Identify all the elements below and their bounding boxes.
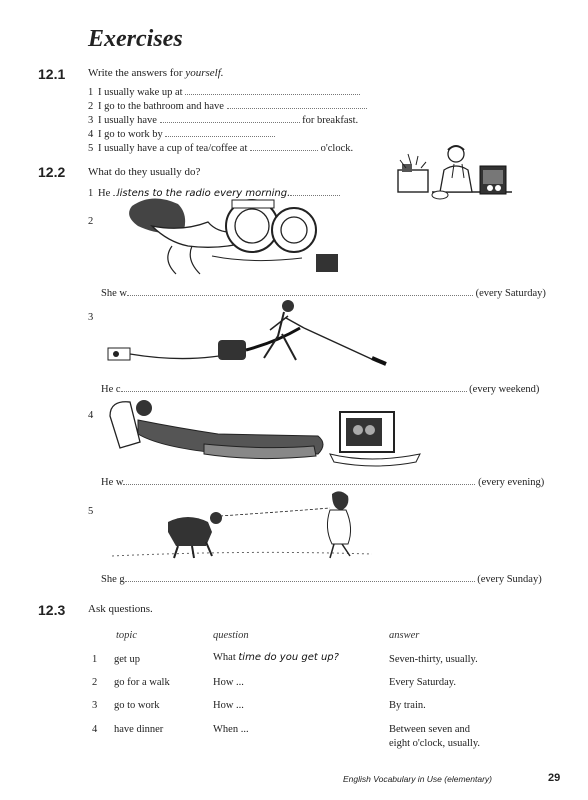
woman-washing-illustration [129, 198, 338, 275]
footer-book-title: English Vocabulary in Use (elementary) [343, 774, 492, 784]
ex2-item-2: She w (every Saturday) [101, 286, 546, 299]
question-prefix: What [213, 652, 236, 663]
row-answer: Between seven and [389, 724, 471, 735]
sentence-end: (every Saturday) [475, 288, 546, 299]
row-topic: get up [114, 654, 140, 665]
answer-blank[interactable] [123, 475, 476, 485]
item-number: 3 [88, 115, 94, 126]
column-header-question: question [213, 630, 249, 641]
handwritten-answer: listens to the radio every morning. [116, 188, 291, 199]
answer-blank[interactable] [159, 113, 300, 123]
row-number: 1 [92, 654, 98, 665]
item-number: 1 [88, 188, 94, 199]
row-answer: Every Saturday. [389, 677, 456, 688]
ex2-item-5: She g (every Sunday) [101, 572, 542, 585]
item-text: I usually have a cup of tea/coffee at [98, 143, 248, 154]
answer-blank[interactable] [120, 382, 467, 392]
exercise-number-12-1: 12.1 [38, 66, 66, 82]
sentence-end: (every weekend) [469, 384, 540, 395]
ex2-item-4: He w (every evening) [101, 475, 544, 488]
ex1-item-3: 3 I usually have for breakfast. [88, 113, 358, 126]
instruction-emphasis: yourself. [185, 67, 224, 79]
sentence-start: He [98, 188, 111, 199]
row-answer-line-2: eight o'clock, usually. [389, 738, 481, 749]
ex2-item-2-number: 2 [88, 216, 94, 227]
sentence-start: He w [101, 477, 124, 488]
ex1-item-5: 5 I usually have a cup of tea/coffee at o… [88, 141, 353, 154]
row-question: What time do you get up? [213, 652, 339, 663]
sentence-start: He c [101, 384, 121, 395]
ex2-item-3-number: 3 [88, 312, 94, 323]
sentence-end: (every Sunday) [477, 574, 542, 585]
ex1-item-4: 4 I go to work by [88, 127, 276, 140]
ex1-item-1: 1 I usually wake up at [88, 85, 361, 98]
item-number: 2 [88, 101, 94, 112]
row-answer: Seven-thirty, usually. [389, 654, 478, 665]
ex2-item-4-number: 4 [88, 410, 94, 421]
man-vacuuming-illustration [107, 300, 387, 366]
item-text: I usually have [98, 115, 157, 126]
item-text-after: o'clock. [320, 143, 354, 154]
page-number: 29 [548, 772, 561, 784]
row-question[interactable]: When ... [213, 724, 249, 735]
ex2-item-1: 1 He listens to the radio every morning. [88, 186, 341, 199]
man-radio-illustration [397, 145, 512, 200]
exercise-1-instruction: Write the answers for yourself. [88, 67, 224, 79]
sentence-start: She g [101, 574, 125, 585]
answer-blank[interactable] [124, 572, 475, 582]
answer-blank[interactable] [185, 85, 361, 95]
item-number: 4 [88, 129, 94, 140]
answer-blank[interactable] [165, 127, 276, 137]
row-topic: go to work [114, 700, 160, 711]
row-number: 3 [92, 700, 98, 711]
row-number: 4 [92, 724, 98, 735]
row-question[interactable]: How ... [213, 677, 244, 688]
sentence-start: She w [101, 288, 127, 299]
item-number: 1 [88, 87, 94, 98]
answer-blank[interactable] [226, 99, 367, 109]
exercise-3-instruction: Ask questions. [88, 603, 153, 615]
item-text: I usually wake up at [98, 87, 183, 98]
item-text-after: for breakfast. [302, 115, 359, 126]
column-header-topic: topic [116, 630, 137, 641]
answer-blank[interactable] [249, 141, 318, 151]
item-text: I go to the bathroom and have [98, 101, 224, 112]
row-number: 2 [92, 677, 98, 688]
row-topic: have dinner [114, 724, 164, 735]
row-topic: go for a walk [114, 677, 170, 688]
item-number: 5 [88, 143, 94, 154]
row-answer: By train. [389, 700, 426, 711]
man-watching-tv-illustration [109, 400, 421, 467]
answer-blank[interactable] [126, 286, 473, 296]
sentence-end: (every evening) [478, 477, 545, 488]
item-text: I go to work by [98, 129, 163, 140]
answer-blank[interactable] [290, 186, 341, 196]
exercise-number-12-3: 12.3 [38, 602, 66, 618]
woman-walking-dog-illustration [112, 491, 373, 559]
exercise-number-12-2: 12.2 [38, 164, 66, 180]
instruction-text: Write the answers for [88, 67, 186, 79]
handwritten-question: time do you get up? [238, 652, 339, 663]
ex1-item-2: 2 I go to the bathroom and have [88, 99, 367, 112]
ex2-item-5-number: 5 [88, 506, 94, 517]
row-question[interactable]: How ... [213, 700, 244, 711]
page-title: Exercises [88, 26, 183, 52]
ex2-item-3: He c (every weekend) [101, 382, 539, 395]
exercise-2-instruction: What do they usually do? [88, 166, 201, 178]
column-header-answer: answer [389, 630, 420, 641]
